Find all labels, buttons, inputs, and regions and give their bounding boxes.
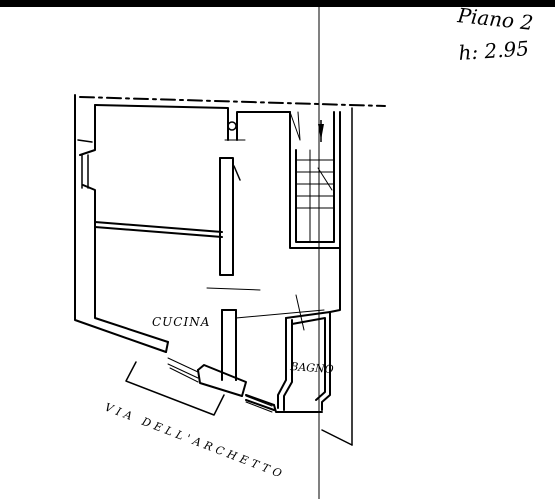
bathroom-walls bbox=[277, 247, 341, 411]
stair-arrow-icon bbox=[318, 120, 324, 142]
central-door-marks bbox=[206, 139, 261, 291]
front-window-right bbox=[245, 395, 273, 413]
left-window bbox=[81, 154, 89, 189]
street-label: VIA DELL'ARCHETTO bbox=[103, 401, 287, 482]
central-wall bbox=[219, 124, 238, 381]
top-border-band bbox=[0, 0, 555, 7]
kitchen-label: CUCINA bbox=[152, 315, 210, 329]
room-partition bbox=[94, 221, 223, 238]
front-wall bbox=[197, 364, 323, 413]
bathroom-door-swing bbox=[235, 294, 325, 331]
front-window-left bbox=[167, 357, 199, 383]
bathroom-label: BAGNO bbox=[289, 360, 334, 376]
stair-door-marks bbox=[289, 111, 301, 141]
height-label: h: 2.95 bbox=[458, 36, 530, 65]
outer-wall bbox=[74, 94, 291, 353]
bottom-boundary bbox=[321, 429, 353, 446]
floor-label: Piano 2 bbox=[455, 3, 534, 35]
stair-treads bbox=[295, 149, 335, 243]
balcony-outline bbox=[125, 361, 225, 416]
property-boundary-line bbox=[79, 96, 386, 107]
corner-details bbox=[77, 121, 241, 181]
